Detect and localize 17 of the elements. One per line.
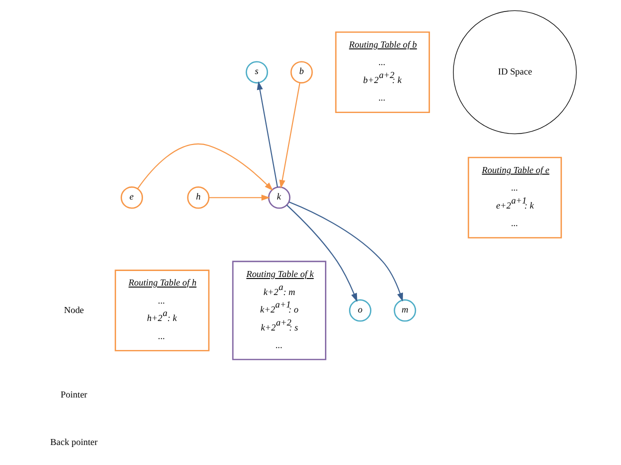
node-circle: k [268, 186, 290, 209]
node-circle: o [348, 299, 371, 322]
arrow [286, 204, 357, 302]
legend-label: Pointer [60, 389, 87, 400]
node-circle: ID Space [452, 10, 576, 134]
legend-label: Back pointer [50, 436, 98, 447]
legend-label: Node [63, 304, 84, 315]
node-circle: e [120, 186, 143, 209]
node-circle: s [245, 61, 268, 84]
arrow [208, 194, 270, 201]
node-circle: h [186, 186, 209, 209]
arrow [278, 82, 300, 189]
arrow [136, 144, 273, 191]
arrow [288, 202, 402, 302]
arrow [256, 81, 278, 188]
node-circle: b [290, 61, 312, 84]
node-circle: m [393, 299, 416, 322]
